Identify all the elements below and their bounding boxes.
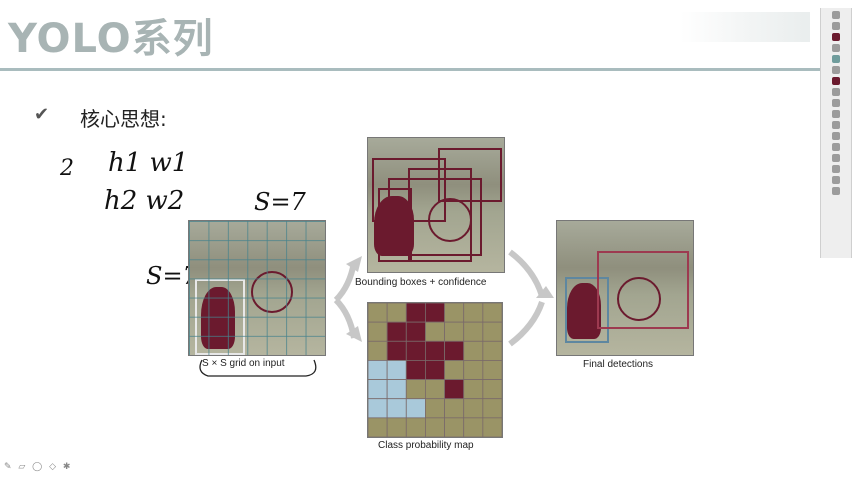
pred-box <box>408 168 472 262</box>
probability-cell <box>405 417 426 437</box>
probability-cell <box>425 417 445 437</box>
footer-toolbar[interactable]: ✎ ▱ ◯ ◇ ✱ <box>4 462 73 472</box>
clear-icon[interactable] <box>832 165 840 173</box>
probability-cell <box>425 360 445 380</box>
final-detections-image <box>556 220 694 356</box>
probability-cell <box>405 303 426 323</box>
probability-cell <box>386 321 407 342</box>
shape-tool-icon[interactable] <box>832 66 840 74</box>
pred-box <box>388 178 482 256</box>
probability-cell <box>425 321 445 342</box>
color-swatch-icon[interactable] <box>832 77 840 85</box>
probability-cell <box>368 417 388 437</box>
probability-cell <box>405 321 426 342</box>
probability-cell <box>405 398 426 419</box>
probability-cell <box>425 303 445 323</box>
color-swatch-icon[interactable] <box>832 33 840 41</box>
handwritten-s-top: S=7 <box>254 188 306 216</box>
probability-cell <box>482 321 502 342</box>
probability-cell <box>405 379 426 400</box>
handwritten-h1-w1: h1 w1 <box>108 148 189 178</box>
probability-cell <box>368 340 388 361</box>
probability-cell <box>444 360 465 380</box>
probability-cell <box>425 398 445 419</box>
top-right-watermark <box>680 12 810 42</box>
caption-input: S × S grid on input <box>202 358 285 369</box>
bullet-core-idea: 核心思想: <box>80 107 167 131</box>
eraser-tool-icon[interactable] <box>832 44 840 52</box>
probability-cell <box>386 360 407 380</box>
probability-cell <box>482 417 502 437</box>
pred-box <box>378 188 412 262</box>
bike-wheel <box>617 277 661 321</box>
dog-shape <box>374 196 414 256</box>
probability-cell <box>444 340 465 361</box>
check-icon: ✔ <box>34 104 50 125</box>
close-icon[interactable] <box>832 187 840 195</box>
probability-cell <box>386 398 407 419</box>
probability-cell <box>463 340 484 361</box>
bike-detection-box <box>597 251 689 329</box>
probability-cell <box>425 379 445 400</box>
line-tool-icon[interactable] <box>832 88 840 96</box>
bounding-boxes-image <box>367 137 505 273</box>
probability-cell <box>444 321 465 342</box>
caption-boxes: Bounding boxes + confidence <box>355 277 487 288</box>
probability-cell <box>368 321 388 342</box>
annotation-toolbar[interactable] <box>820 8 852 258</box>
input-grid <box>189 221 325 355</box>
dog-detection-box <box>565 277 609 343</box>
probability-cell <box>444 303 465 323</box>
probability-grid <box>368 303 502 437</box>
probability-cell <box>386 379 407 400</box>
probability-cell <box>444 417 465 437</box>
probability-cell <box>463 321 484 342</box>
probability-cell <box>463 398 484 419</box>
probability-cell <box>444 398 465 419</box>
caption-probmap: Class probability map <box>378 440 474 451</box>
probability-cell <box>482 340 502 361</box>
probability-cell <box>482 360 502 380</box>
merge-arrows <box>508 249 554 347</box>
dog-shape <box>567 283 601 339</box>
arrow-tool-icon[interactable] <box>832 132 840 140</box>
handwritten-number: 2 <box>60 156 74 181</box>
probability-cell <box>368 303 388 323</box>
marker-tool-icon[interactable] <box>832 22 840 30</box>
redo-icon[interactable] <box>832 154 840 162</box>
probability-cell <box>368 360 388 380</box>
input-grid-image <box>188 220 326 356</box>
save-icon[interactable] <box>832 176 840 184</box>
probability-cell <box>368 379 388 400</box>
probability-cell <box>368 398 388 419</box>
probability-cell <box>463 303 484 323</box>
probability-cell <box>425 340 445 361</box>
title-divider <box>0 68 820 71</box>
probability-cell <box>386 303 407 323</box>
probability-cell <box>405 340 426 361</box>
split-arrows <box>333 256 362 342</box>
probability-cell <box>463 417 484 437</box>
undo-icon[interactable] <box>832 143 840 151</box>
probability-cell <box>386 340 407 361</box>
circle-tool-icon[interactable] <box>832 110 840 118</box>
rect-tool-icon[interactable] <box>832 99 840 107</box>
probability-cell <box>444 379 465 400</box>
probability-cell <box>405 360 426 380</box>
probability-cell <box>463 379 484 400</box>
probability-cell <box>463 360 484 380</box>
page-title: YOLO系列 <box>8 16 214 62</box>
text-tool-icon[interactable] <box>832 121 840 129</box>
handwritten-h2-w2: h2 w2 <box>104 186 185 216</box>
caption-final: Final detections <box>583 359 654 370</box>
class-probability-map <box>367 302 503 438</box>
probability-cell <box>482 379 502 400</box>
probability-cell <box>482 398 502 419</box>
color-swatch-icon[interactable] <box>832 55 840 63</box>
probability-cell <box>386 417 407 437</box>
pen-tool-icon[interactable] <box>832 11 840 19</box>
probability-cell <box>482 303 502 323</box>
caption-underline <box>199 359 317 377</box>
